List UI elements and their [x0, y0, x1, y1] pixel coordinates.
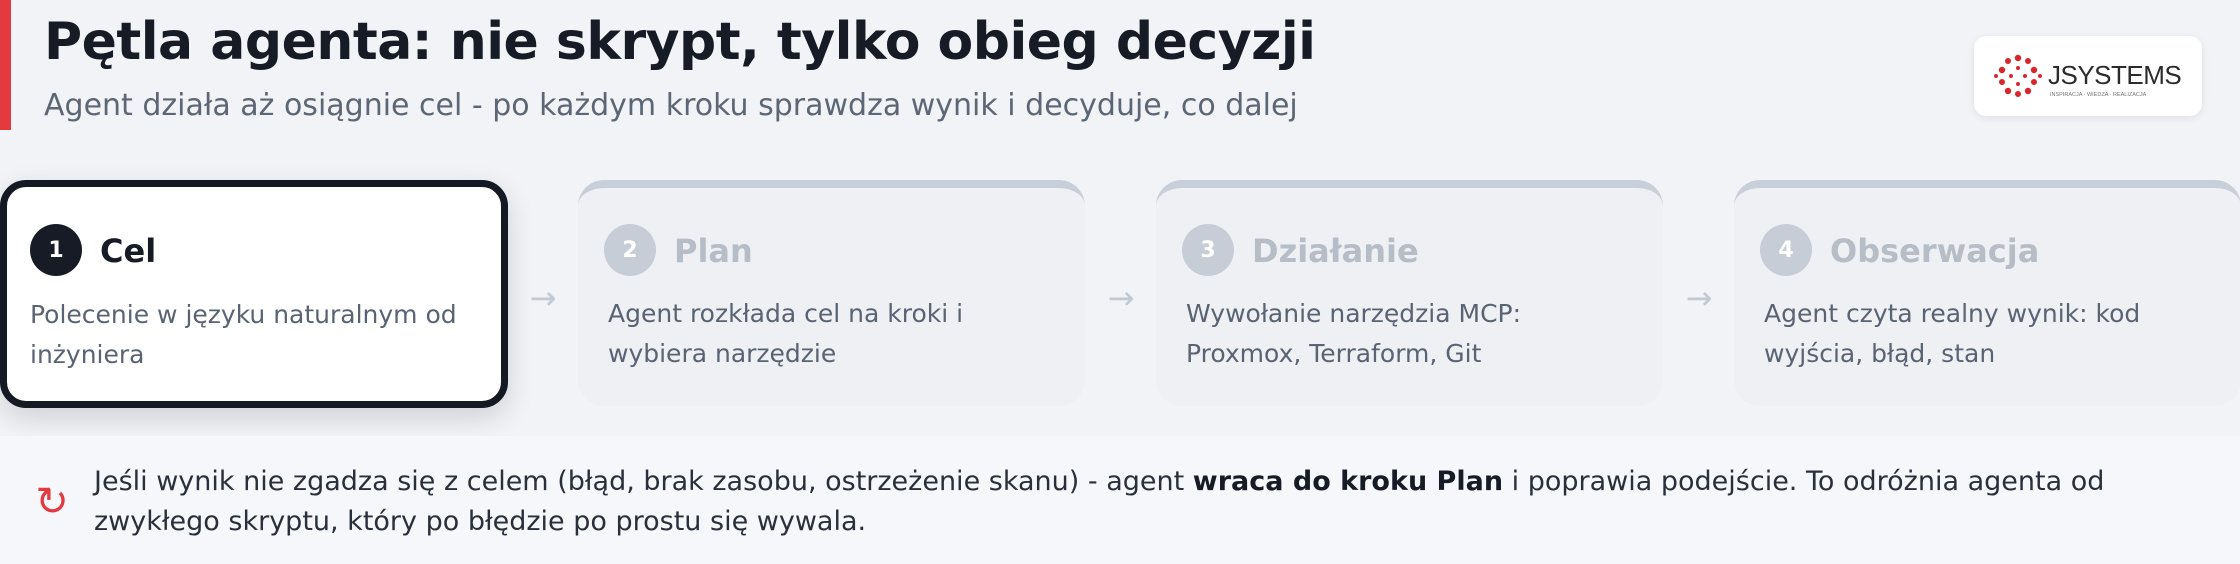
- jsystems-logo: JSYSTEMS INSPIRACJA · WIEDZA · REALIZACJ…: [1974, 36, 2202, 116]
- step-number-badge: 4: [1760, 224, 1812, 276]
- step-description: Agent czyta realny wynik: kod wyjścia, b…: [1764, 299, 2141, 368]
- note-text-before: Jeśli wynik nie zgadza się z celem (błąd…: [94, 466, 1193, 497]
- step-card-obserwacja[interactable]: 4 Obserwacja Agent czyta realny wynik: k…: [1734, 180, 2240, 406]
- step-title: Cel: [100, 232, 157, 270]
- arrow-right-icon: →: [1107, 279, 1135, 317]
- loop-arrow-icon: ↻: [35, 479, 69, 525]
- step-description: Wywołanie narzędzia MCP: Proxmox, Terraf…: [1186, 299, 1522, 368]
- note-text-after: i poprawia podejście. To odróżnia agenta…: [94, 466, 2105, 537]
- step-title: Obserwacja: [1830, 232, 2040, 270]
- logo-brand-text: JSYSTEMS: [2048, 60, 2181, 90]
- page-title: Pętla agenta: nie skrypt, tylko obieg de…: [44, 12, 1316, 72]
- step-card-cel[interactable]: 1 Cel Polecenie w języku naturalnym od i…: [0, 180, 508, 408]
- arrow-right-icon: →: [1685, 279, 1713, 317]
- step-number-badge: 3: [1182, 224, 1234, 276]
- step-description: Polecenie w języku naturalnym od inżynie…: [30, 300, 457, 369]
- accent-bar: [0, 0, 11, 130]
- step-number-badge: 1: [30, 224, 82, 276]
- loop-note-text: Jeśli wynik nie zgadza się z celem (błąd…: [94, 462, 2204, 542]
- step-card-plan[interactable]: 2 Plan Agent rozkłada cel na kroki i wyb…: [578, 180, 1085, 406]
- step-description: Agent rozkłada cel na kroki i wybiera na…: [608, 299, 964, 368]
- logo-mark: JSYSTEMS INSPIRACJA · WIEDZA · REALIZACJ…: [1994, 54, 2182, 98]
- step-card-dzialanie[interactable]: 3 Działanie Wywołanie narzędzia MCP: Pro…: [1156, 180, 1663, 406]
- page-subtitle: Agent działa aż osiągnie cel - po każdym…: [44, 88, 1298, 123]
- arrow-right-icon: →: [529, 279, 557, 317]
- step-title: Działanie: [1252, 232, 1419, 270]
- step-number-badge: 2: [604, 224, 656, 276]
- loop-note-panel: [0, 436, 2240, 564]
- logo-tagline-text: INSPIRACJA · WIEDZA · REALIZACJA: [2050, 92, 2147, 98]
- step-title: Plan: [674, 232, 753, 270]
- note-text-bold: wraca do kroku Plan: [1192, 466, 1504, 497]
